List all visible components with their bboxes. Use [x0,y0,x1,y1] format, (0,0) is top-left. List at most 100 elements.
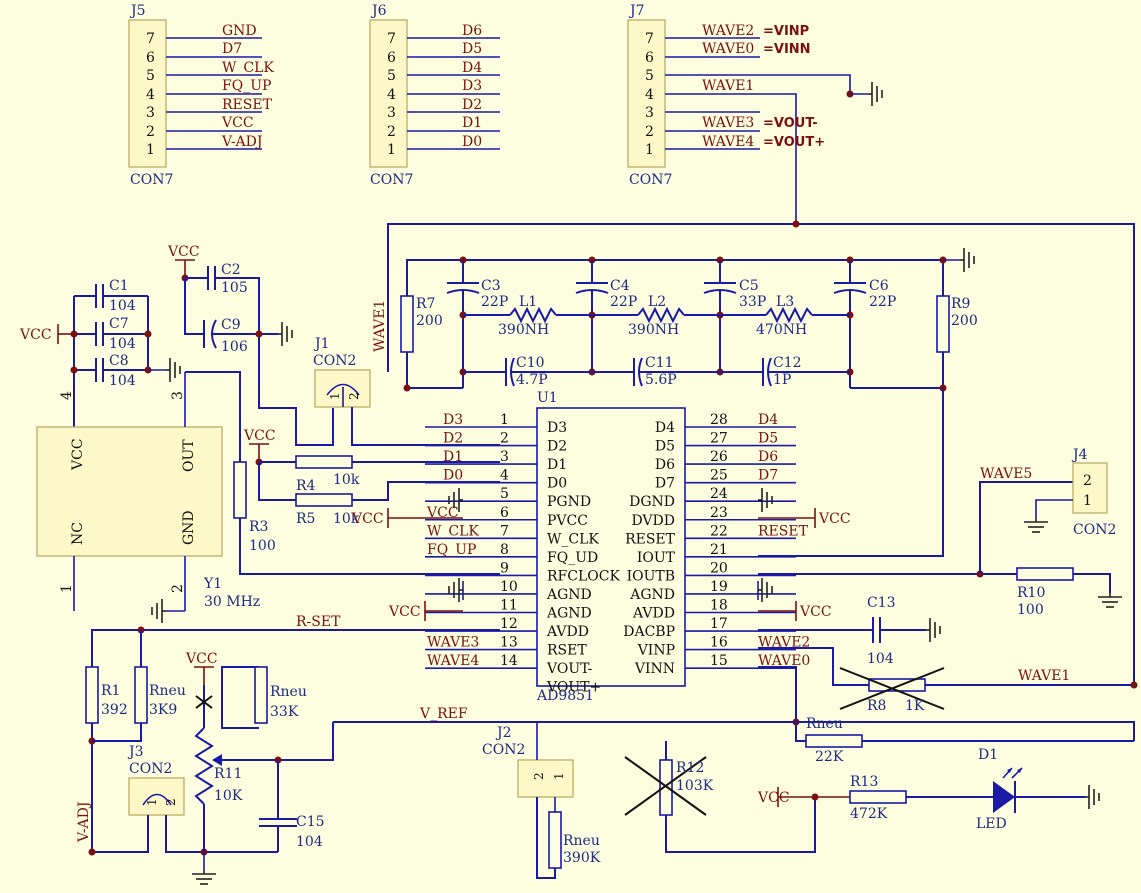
u1-pinnum-11: 11 [500,598,518,614]
j7-pin-5: 5 [645,68,654,84]
r11-value: 10K [214,788,243,804]
u1-net-left-2: D2 [443,431,463,447]
c6-value: 22P [869,294,896,310]
vadj-net-label: V-ADJ [76,801,92,843]
resistor-rneu-33k [254,666,268,724]
c1-ref: C1 [109,278,129,294]
u1-part: AD9851 [536,688,594,704]
u1-pinname-11: AGND [546,606,592,622]
j7-pin-3: 3 [645,105,654,121]
r13-value: 472K [850,806,888,822]
c4-ref: C4 [610,278,630,294]
j5-pin-7: 7 [146,31,155,47]
u1-pinnum-14: 14 [500,653,518,669]
c3-ref: C3 [481,278,501,294]
j5-net-d7: D7 [222,41,242,57]
u1-pinnum-28: 28 [710,412,728,428]
j5-net-reset: RESET [222,97,273,113]
c15-value: 104 [296,834,323,850]
u1-pinnum-12: 12 [500,616,518,632]
j6-net-d2: D2 [462,97,482,113]
u1-pinnum-1: 1 [500,412,509,428]
c9-value: 106 [221,339,248,355]
r10-ref: R10 [1017,585,1045,601]
u1-pinname-12: AVDD [546,624,589,640]
u1-net-left-6: VCC [426,505,459,521]
j3-pin-2: 2 [164,798,178,806]
u1-pinname-27: D5 [655,439,675,455]
u1-pinname-24: DGND [629,494,675,510]
l2-value: 390NH [628,322,679,338]
r9-value: 200 [951,313,978,329]
u1-pinnum-18: 18 [710,598,728,614]
c15-ref: C15 [296,814,325,830]
u1-pinnum-6: 6 [500,505,509,521]
r3-value: 100 [249,538,276,554]
u1-pinname-7: W_CLK [547,531,599,547]
rneu-33k-value: 33K [270,704,299,720]
r7-ref: R7 [416,296,435,312]
resistor-r9 [936,295,950,353]
j4-pin-1: 1 [1083,493,1092,509]
u1-net-right-26: D6 [758,449,778,465]
rneu-3k9-ref: Rneu [149,683,186,699]
c1-value: 104 [109,298,136,314]
j6-pin-2: 2 [387,124,396,140]
j2-pin-1: 1 [552,772,566,780]
u1-pinname-20: IOUTB [627,568,675,584]
u1-pinnum-27: 27 [710,431,728,447]
c11-value: 5.6P [645,372,677,388]
data-resistors: VCC R4 10k R5 10k R3 100 [233,428,500,575]
r1-ref: R1 [101,683,120,699]
j7-note-vinn: =VINN [763,42,811,57]
u1-pinnum-10: 10 [500,579,518,595]
r5-ref: R5 [296,511,315,527]
j7-note-vinp: =VINP [763,24,809,39]
connector-j6: J6 CON7 7 6 5 4 3 2 1 D6 D5 D4 D3 D2 D1 … [369,3,500,188]
c4-value: 22P [610,294,637,310]
u1-pinnum-2: 2 [500,431,509,447]
j7-net-wave0: WAVE0 [702,41,754,57]
rneu-3k9-value: 3K9 [149,702,177,718]
j6-ref: J6 [370,3,387,19]
u1-pinnum-19: 19 [710,579,728,595]
c7-ref: C7 [109,316,129,332]
u1-pinnum-5: 5 [500,486,509,502]
u1-pinnum-7: 7 [500,523,509,539]
j2-ref: J2 [495,725,512,741]
u1-pinnum-20: 20 [710,560,728,576]
y1-value: 30 MHz [204,594,260,610]
u1-net-right-25: D7 [758,468,778,484]
u1-net-left-1: D3 [443,412,463,428]
wave5-net-label: WAVE5 [980,466,1032,482]
l3-ref: L3 [776,294,794,310]
y1-pin-out: OUT [181,439,197,472]
c2-ref: C2 [221,262,241,278]
j5-net-gnd: GND [222,23,257,39]
rneu-33k-ref: Rneu [270,684,307,700]
u1-pinname-26: D6 [655,457,675,473]
d1-ref: D1 [978,747,998,763]
u1-net-right-27: D5 [758,431,778,447]
j5-net-vcc: VCC [221,115,254,131]
j5-type: CON7 [130,172,173,188]
u1-pinname-14: VOUT- [546,661,593,677]
d1-type: LED [976,816,1007,832]
r13-ref: R13 [850,774,878,790]
j7-ref: J7 [628,3,645,19]
u1-pinnum-3: 3 [500,449,509,465]
j7-net-wave3: WAVE3 [702,115,754,131]
j6-net-d4: D4 [462,60,482,76]
j3-type: CON2 [129,761,172,777]
j4-ref: J4 [1071,447,1088,463]
r3-ref: R3 [249,519,268,535]
j5-pin-2: 2 [146,124,155,140]
j7-net-wave1: WAVE1 [702,78,754,94]
c6-ref: C6 [869,278,889,294]
u1-net-right-15: WAVE0 [758,653,810,669]
u1-pinname-25: D7 [655,476,675,492]
u1-ref: U1 [537,390,558,406]
j7-pin-6: 6 [645,50,654,66]
